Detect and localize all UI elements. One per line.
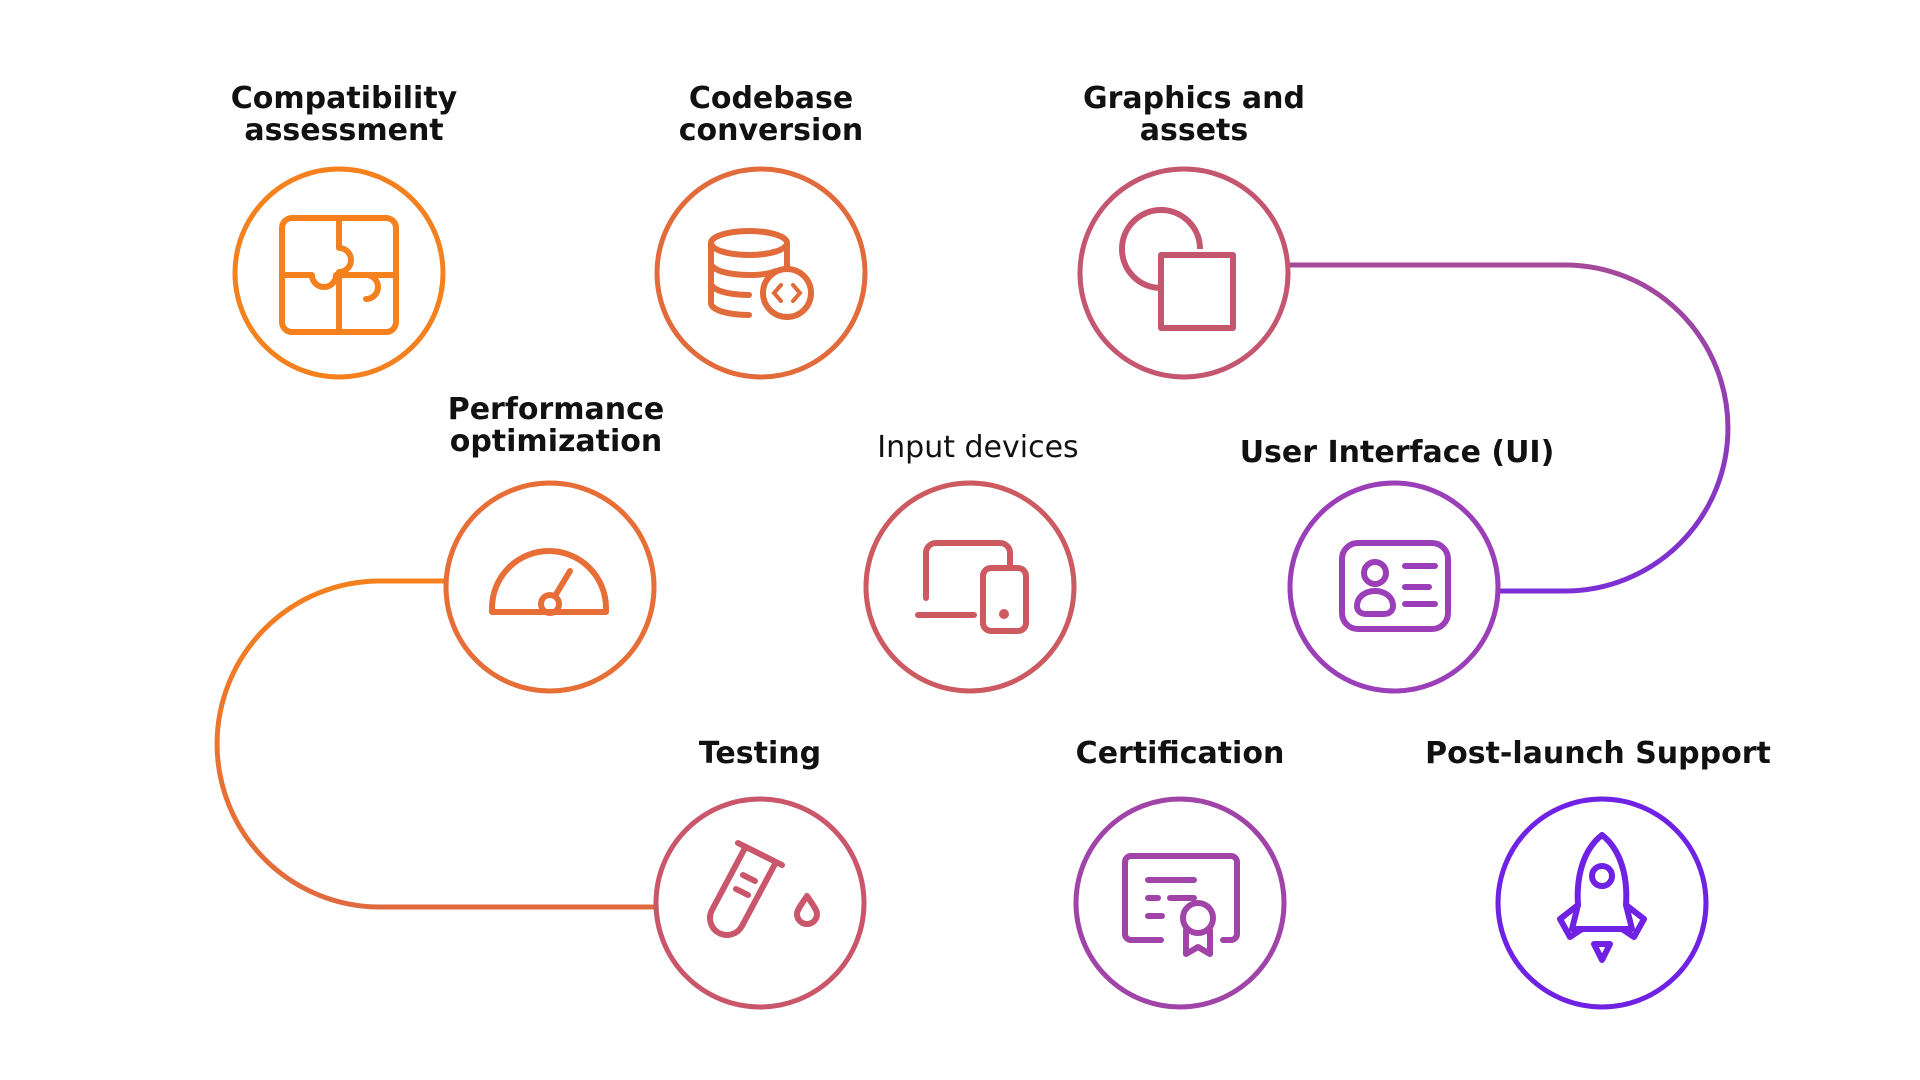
step-label-7: Testing	[698, 736, 822, 771]
connector-6-7	[214, 578, 655, 910]
step-circle-6	[443, 480, 657, 694]
step-circle-9	[1495, 796, 1709, 1010]
step-label-8: Certification	[1075, 736, 1285, 771]
step-label-5: Input devices	[877, 430, 1079, 465]
puzzle-icon	[279, 215, 399, 335]
step-label-6: Performance optimization	[447, 392, 665, 459]
step-circle-8	[1073, 796, 1287, 1010]
speedometer-icon	[489, 548, 609, 616]
database-code-icon	[708, 228, 814, 320]
id-card-icon	[1339, 540, 1451, 632]
shapes-icon	[1119, 207, 1236, 331]
step-circle-7	[653, 796, 867, 1010]
connector-path	[214, 262, 1731, 910]
step-label-1: Compatibility assessment	[230, 81, 458, 148]
test-tube-icon	[707, 840, 820, 938]
step-label-4: User Interface (UI)	[1239, 435, 1555, 470]
step-circle-5	[863, 480, 1077, 694]
rocket-icon	[1557, 832, 1647, 963]
step-circle-4	[1287, 480, 1501, 694]
connector-3-4	[1290, 262, 1731, 594]
step-label-3: Graphics and assets	[1083, 81, 1305, 148]
certificate-icon	[1122, 853, 1240, 957]
devices-icon	[915, 540, 1029, 634]
step-circle-3	[1077, 166, 1291, 380]
step-label-2: Codebase conversion	[678, 81, 864, 148]
step-label-9: Post-launch Support	[1425, 736, 1771, 771]
